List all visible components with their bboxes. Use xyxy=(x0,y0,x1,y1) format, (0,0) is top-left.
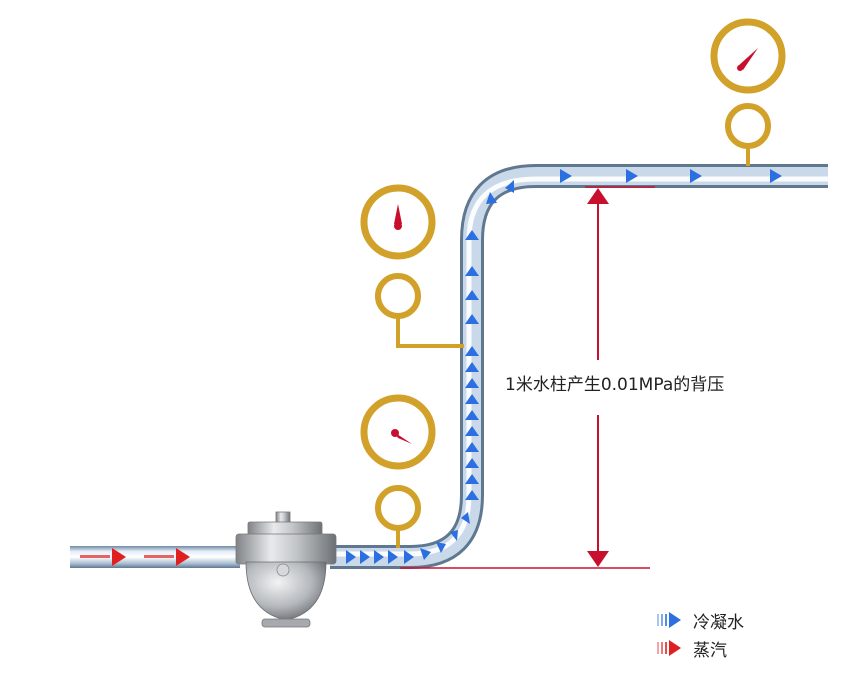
lower-gauge-needle xyxy=(394,432,412,444)
condensate-arrow xyxy=(560,169,572,183)
condensate-arrow xyxy=(374,550,384,564)
condensate-arrow xyxy=(360,550,370,564)
lower-pressure-gauge xyxy=(360,394,436,531)
middle-pressure-gauge xyxy=(360,184,436,319)
condensate-arrow xyxy=(465,490,479,500)
legend-label-condensate: 冷凝水 xyxy=(693,612,744,633)
condensate-arrow xyxy=(404,550,414,564)
condensate-arrow xyxy=(465,314,479,324)
condensate-flow-arrows xyxy=(346,169,782,564)
dimension-arrow-down xyxy=(587,551,609,567)
red-arrow-icon xyxy=(655,638,687,658)
legend-item-condensate: 冷凝水 xyxy=(655,606,744,634)
blue-arrow-icon xyxy=(655,610,687,630)
backpressure-annotation: 1米水柱产生0.01MPa的背压 xyxy=(505,375,725,395)
steam-arrow xyxy=(176,548,190,566)
condensate-arrow xyxy=(626,169,638,183)
condensate-arrow xyxy=(465,266,479,276)
middle-gauge-needle xyxy=(394,204,402,224)
steam-flow-arrows xyxy=(80,548,190,566)
steam-arrow xyxy=(112,548,126,566)
condensate-arrow xyxy=(465,458,479,468)
condensate-arrow xyxy=(420,548,431,560)
condensate-arrow xyxy=(465,410,479,420)
condensate-arrow xyxy=(465,426,479,436)
condensate-arrow xyxy=(465,442,479,452)
top-pressure-gauge xyxy=(710,18,786,149)
legend-label-steam: 蒸汽 xyxy=(693,640,727,661)
condensate-arrow xyxy=(486,192,497,204)
middle-gauge-branch xyxy=(396,316,464,348)
condensate-arrow xyxy=(388,550,398,564)
condensate-arrow xyxy=(461,512,470,524)
condensate-arrow xyxy=(770,169,782,183)
legend: 冷凝水 蒸汽 xyxy=(655,606,744,662)
condensate-arrow xyxy=(465,474,479,484)
dimension-arrow-up xyxy=(587,188,609,204)
condensate-arrow xyxy=(346,550,356,564)
condensate-arrow xyxy=(465,290,479,300)
steam-trap xyxy=(235,511,337,628)
height-dimension xyxy=(400,186,655,569)
condensate-arrow xyxy=(436,542,446,553)
condensate-arrow xyxy=(465,230,479,240)
top-gauge-needle xyxy=(738,48,758,70)
condensate-arrow xyxy=(465,394,479,404)
condensate-arrow xyxy=(465,346,479,356)
condensate-arrow xyxy=(465,362,479,372)
condensate-arrow xyxy=(465,378,479,388)
condensate-arrow xyxy=(450,530,458,541)
condensate-arrow xyxy=(505,180,514,193)
legend-item-steam: 蒸汽 xyxy=(655,634,744,662)
condensate-arrow xyxy=(690,169,702,183)
